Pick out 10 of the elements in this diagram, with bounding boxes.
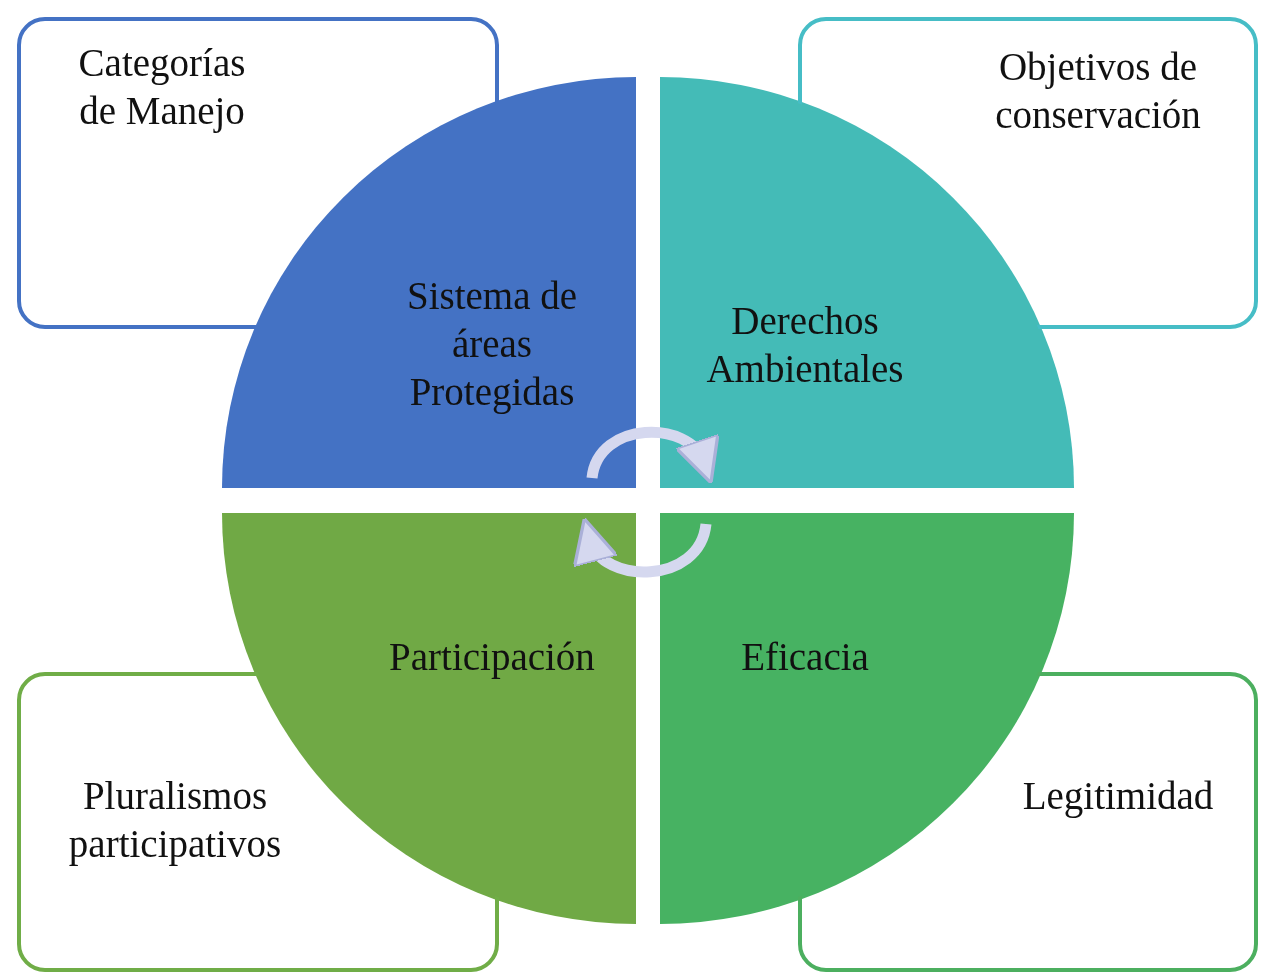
box-label: Legitimidad: [1021, 773, 1215, 820]
rounded-box: [798, 672, 1258, 972]
box-label: Categorías de Manejo: [77, 40, 247, 135]
quadrant-label: Derechos Ambientales: [705, 298, 905, 392]
quadrant-label: Sistema de áreas Protegidas: [405, 273, 579, 416]
cycle-arrow: [586, 427, 716, 484]
box-label: Objetivos de conservación: [994, 44, 1202, 138]
box-label: Pluralismos participativos: [67, 773, 283, 868]
quadrant-label: Eficacia: [740, 634, 870, 680]
quadrant-label: Participación: [388, 634, 596, 681]
